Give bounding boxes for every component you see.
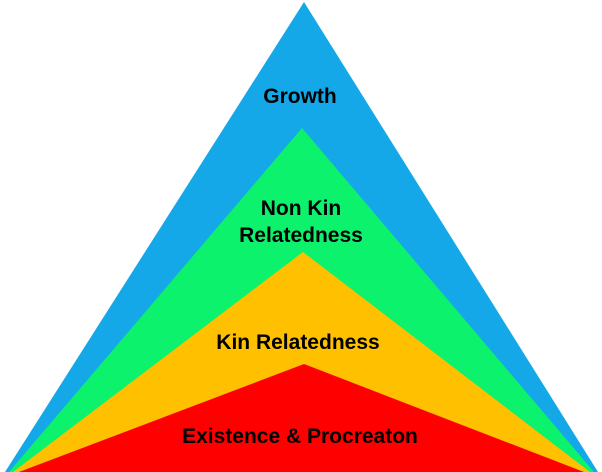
label-existence-procreation: Existence & Procreaton — [182, 425, 418, 448]
label-growth: Growth — [263, 85, 337, 108]
label-non-kin-line2: Relatedness — [239, 224, 363, 247]
label-kin-relatedness: Kin Relatedness — [216, 331, 379, 354]
label-non-kin-line1: Non Kin — [261, 197, 341, 220]
layer-existence-procreation-triangle — [19, 364, 584, 472]
layer-kin-relatedness-triangle — [13, 252, 590, 472]
